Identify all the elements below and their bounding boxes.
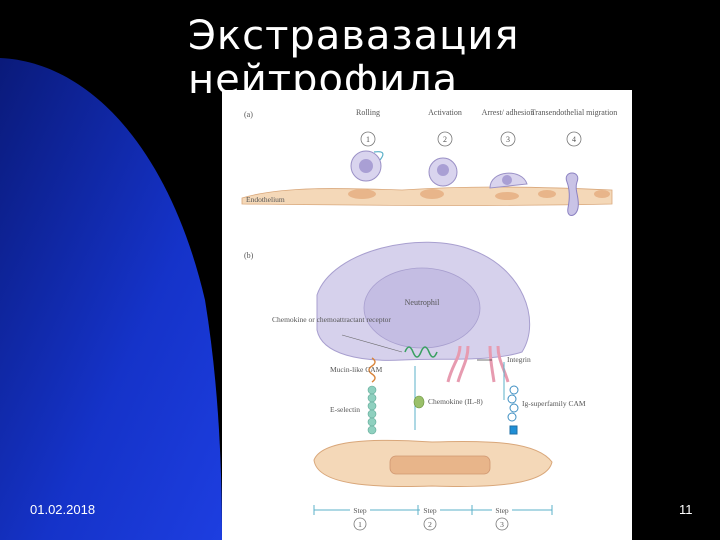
endothelial-nucleus xyxy=(420,189,444,199)
activated-neutrophil xyxy=(428,157,458,187)
stage-migration-label: Transendothelial migration xyxy=(531,108,618,117)
svg-text:Step: Step xyxy=(495,506,509,515)
svg-text:2: 2 xyxy=(428,520,432,529)
svg-text:1: 1 xyxy=(358,520,362,529)
step-2: Step 2 xyxy=(420,504,440,531)
eselectin-label: E-selectin xyxy=(330,405,360,414)
rolling-neutrophil xyxy=(350,150,382,182)
integrin-molecules xyxy=(446,345,510,383)
rolling-arrow xyxy=(373,151,384,161)
stage-arrest-label: Arrest/ adhesion xyxy=(482,108,535,117)
integrin-label: Integrin xyxy=(507,355,531,364)
migrating-neutrophil xyxy=(565,172,579,216)
step-1: Step 1 xyxy=(350,504,370,531)
svg-text:3: 3 xyxy=(500,520,504,529)
slide-title: Экстравазация нейтрофила xyxy=(188,14,519,102)
endothelium-label: Endothelium xyxy=(246,195,285,204)
panel-b-label: (b) xyxy=(244,251,254,260)
stage-number-4: 4 xyxy=(566,131,582,147)
ig-label: Ig-superfamily CAM xyxy=(522,399,586,408)
receptor-leader-line xyxy=(341,334,403,353)
neutrophil-label: Neutrophil xyxy=(405,298,440,307)
panel-a-label: (a) xyxy=(244,110,253,119)
figure-diagram: (a) Rolling Activation Arrest/ adhesion … xyxy=(241,108,618,531)
svg-text:2: 2 xyxy=(443,135,447,144)
svg-text:Step: Step xyxy=(423,506,437,515)
chemokine-molecule xyxy=(413,395,425,409)
title-line-1: Экстравазация xyxy=(188,13,520,59)
stage-number-1: 1 xyxy=(360,131,376,147)
endothelial-nucleus xyxy=(495,192,519,200)
stage-number-3: 3 xyxy=(500,131,516,147)
mucin-label: Mucin-like CAM xyxy=(330,365,383,374)
e-selectin-chain xyxy=(367,385,377,435)
slide-date: 01.02.2018 xyxy=(30,502,96,517)
arrested-neutrophil xyxy=(489,172,528,189)
endothelial-cell-nucleus xyxy=(389,455,491,475)
slide-page-number: 11 xyxy=(679,502,693,517)
step-3: Step 3 xyxy=(492,504,512,531)
neutrophil-nucleus xyxy=(363,267,481,349)
stage-rolling-label: Rolling xyxy=(356,108,380,117)
stage-number-2: 2 xyxy=(437,131,453,147)
ig-superfamily-cam xyxy=(507,385,519,435)
endothelial-nucleus xyxy=(348,189,376,199)
svg-text:4: 4 xyxy=(572,135,576,144)
svg-text:3: 3 xyxy=(506,135,510,144)
chemokine-label: Chemokine (IL-8) xyxy=(428,397,483,406)
chemokine-receptor xyxy=(404,346,438,358)
extravasation-figure: (a) Rolling Activation Arrest/ adhesion … xyxy=(222,90,632,540)
endothelial-nucleus xyxy=(594,190,610,198)
stage-activation-label: Activation xyxy=(428,108,462,117)
mucin-like-cam xyxy=(368,357,376,383)
svg-text:1: 1 xyxy=(366,135,370,144)
svg-text:Step: Step xyxy=(353,506,367,515)
chemokine-receptor-label: Chemokine or chemoattractant receptor xyxy=(272,315,391,324)
endothelial-nucleus xyxy=(538,190,556,198)
